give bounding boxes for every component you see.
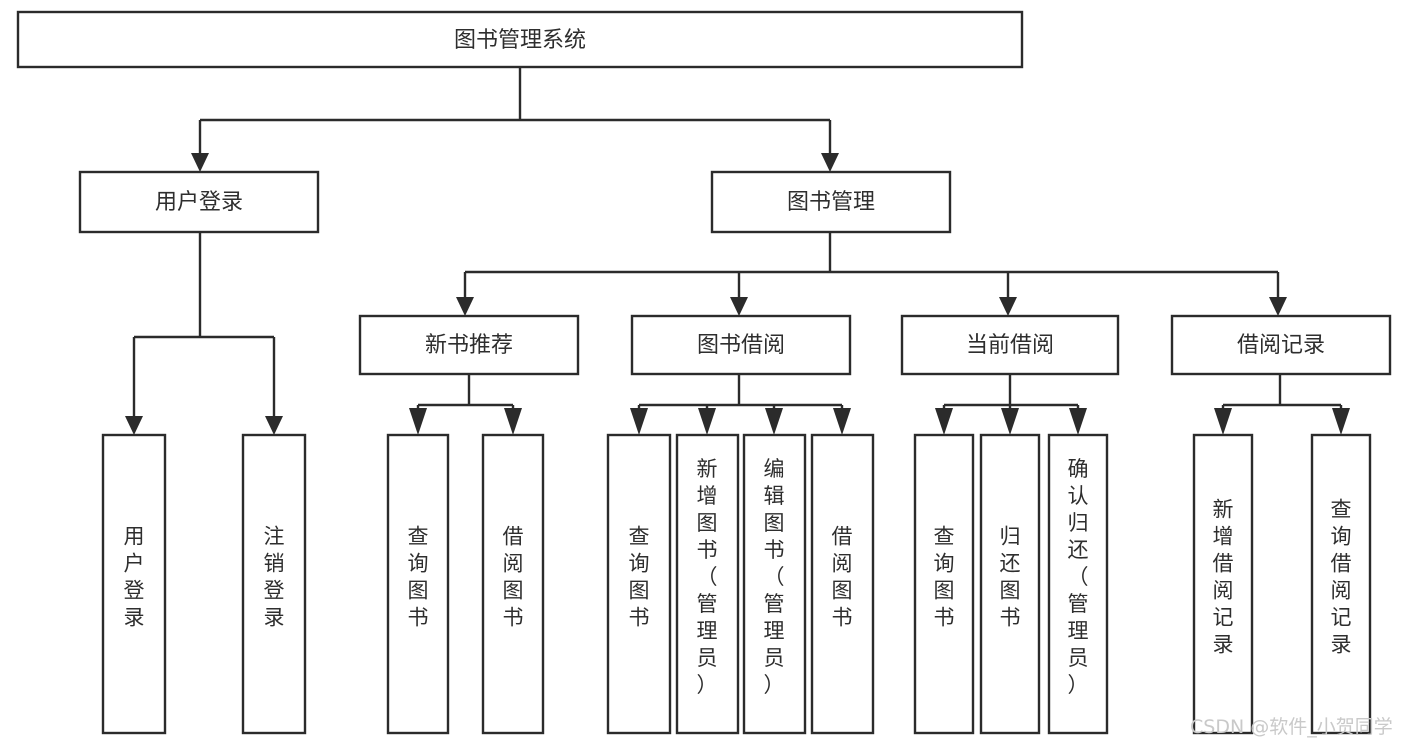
arrow-head-icon (999, 297, 1017, 316)
node-label: 图书管理 (787, 190, 875, 215)
leaf-node-borrowrecord-add[interactable]: 新增借阅记录 (1192, 433, 1254, 735)
leaf-node-borrowrecord-query[interactable]: 查询借阅记录 (1310, 433, 1372, 735)
node-box-shape (1192, 433, 1254, 735)
node-box-shape (675, 433, 740, 735)
node-box-shape (386, 433, 450, 735)
node-box-shape (606, 433, 672, 735)
arrow-head-icon (698, 408, 716, 435)
node-box-shape (16, 10, 1024, 69)
node-label: 查询图书 (934, 525, 955, 630)
node-label: 借阅图书 (503, 525, 524, 630)
arrow-head-icon (630, 408, 648, 435)
node-label: 图书管理系统 (454, 28, 586, 53)
leaf-node-currentborrow-query[interactable]: 查询图书 (913, 433, 975, 735)
node-box-shape (78, 170, 320, 234)
node-box-shape (900, 314, 1120, 376)
node-label: 查询借阅记录 (1331, 498, 1352, 657)
node-label: 当前借阅 (966, 333, 1054, 358)
node-label: 用户登录 (124, 525, 145, 630)
arrow-head-icon (265, 416, 283, 435)
node-current-borrow[interactable]: 当前借阅 (900, 314, 1120, 376)
node-label: 图书借阅 (697, 333, 785, 358)
arrow-head-icon (504, 408, 522, 435)
arrow-head-icon (1214, 408, 1232, 435)
leaf-node-user-login-login[interactable]: 用户登录 (101, 433, 167, 735)
leaf-node-newbook-query[interactable]: 查询图书 (386, 433, 450, 735)
connector-bookmgmt-to-level3 (456, 232, 1287, 316)
connector-root-to-level2 (191, 67, 839, 172)
node-box-shape (630, 314, 852, 376)
leaf-node-newbook-borrow[interactable]: 借阅图书 (481, 433, 545, 735)
arrow-head-icon (821, 153, 839, 172)
node-label: 借阅图书 (832, 525, 853, 630)
node-label: 用户登录 (155, 190, 243, 215)
arrow-head-icon (456, 297, 474, 316)
leaf-node-currentborrow-confirm[interactable]: 确认归还（管理员） (1047, 433, 1109, 735)
arrow-head-icon (730, 297, 748, 316)
node-box-shape (481, 433, 545, 735)
node-box-shape (1047, 433, 1109, 735)
node-label: 新增借阅记录 (1213, 498, 1234, 657)
connector-newbook-to-leaves (409, 374, 522, 435)
arrow-head-icon (125, 416, 143, 435)
node-box-shape (742, 433, 807, 735)
node-box-shape (979, 433, 1041, 735)
node-book-borrow[interactable]: 图书借阅 (630, 314, 852, 376)
node-user-login[interactable]: 用户登录 (78, 170, 320, 234)
node-box-shape (1170, 314, 1392, 376)
node-new-book-recommend[interactable]: 新书推荐 (358, 314, 580, 376)
leaf-node-bookborrow-query[interactable]: 查询图书 (606, 433, 672, 735)
connector-currentborrow-to-leaves (935, 374, 1087, 435)
node-label: 确认归还（管理员） (1068, 457, 1089, 697)
node-label: 借阅记录 (1237, 333, 1325, 358)
arrow-head-icon (1069, 408, 1087, 435)
node-box-shape (101, 433, 167, 735)
node-book-management[interactable]: 图书管理 (710, 170, 952, 234)
node-box-shape (913, 433, 975, 735)
node-box-shape (710, 170, 952, 234)
leaf-node-bookborrow-add[interactable]: 新增图书（管理员） (675, 433, 740, 735)
node-label: 查询图书 (629, 525, 650, 630)
node-box-shape (241, 433, 307, 735)
leaf-node-user-login-logout[interactable]: 注销登录 (241, 433, 307, 735)
node-borrow-record[interactable]: 借阅记录 (1170, 314, 1392, 376)
arrow-head-icon (1001, 408, 1019, 435)
connector-userlogin-to-leaves (125, 232, 283, 435)
node-label: 归还图书 (1000, 525, 1021, 630)
arrow-head-icon (1269, 297, 1287, 316)
connector-borrowrecord-to-leaves (1214, 374, 1350, 435)
arrow-head-icon (935, 408, 953, 435)
node-label: 查询图书 (408, 525, 429, 630)
leaf-node-bookborrow-borrow[interactable]: 借阅图书 (810, 433, 875, 735)
leaf-node-bookborrow-edit[interactable]: 编辑图书（管理员） (742, 433, 807, 735)
arrow-head-icon (191, 153, 209, 172)
watermark-label: CSDN @软件_小贺同学 (1190, 716, 1393, 738)
node-label: 新书推荐 (425, 333, 513, 358)
connector-bookborrow-to-leaves (630, 374, 851, 435)
node-box-shape (810, 433, 875, 735)
arrow-head-icon (1332, 408, 1350, 435)
node-root-system[interactable]: 图书管理系统 (16, 10, 1024, 69)
arrow-head-icon (409, 408, 427, 435)
node-label: 新增图书（管理员） (697, 457, 718, 697)
leaf-node-currentborrow-return[interactable]: 归还图书 (979, 433, 1041, 735)
node-label: 编辑图书（管理员） (764, 457, 785, 697)
node-box-shape (358, 314, 580, 376)
node-box-shape (1310, 433, 1372, 735)
arrow-head-icon (833, 408, 851, 435)
node-label: 注销登录 (264, 525, 285, 630)
arrow-head-icon (765, 408, 783, 435)
